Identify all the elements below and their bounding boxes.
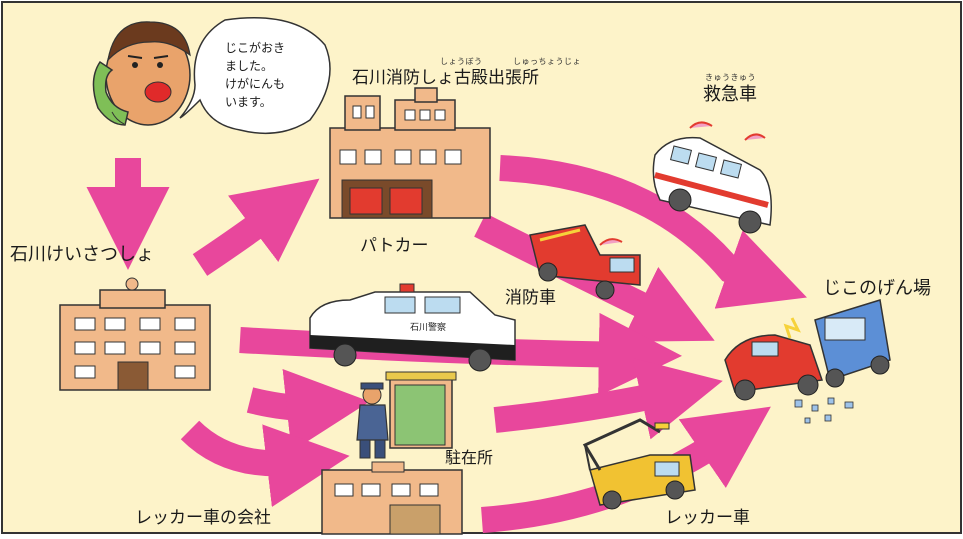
- arrow-police-to-firestation: [192, 178, 320, 276]
- police-station-icon: [59, 277, 211, 391]
- crashed-cars-icon: [724, 299, 891, 424]
- police-box-label: 駐在所: [445, 448, 494, 467]
- ambulance-icon: [652, 121, 772, 234]
- police-officer-icon: [356, 382, 389, 459]
- fire-station-ruby-shoubou: しょうぼう: [440, 57, 483, 66]
- ambulance-label: 救急車: [703, 84, 757, 105]
- tow-truck-icon: [582, 418, 696, 510]
- arrow-police-to-policebox: [246, 368, 370, 452]
- tow-company-icon: [321, 461, 463, 535]
- police-box-icon: [385, 371, 457, 449]
- bubble-line-3: けがにんも: [225, 77, 286, 91]
- fire-engine-icon: [529, 224, 641, 300]
- arrow-police-to-towcompany: [180, 420, 350, 507]
- patrol-car-label: パトカー: [360, 236, 429, 256]
- patrol-car-door-text: 石川警察: [410, 321, 446, 333]
- speech-bubble: [179, 17, 331, 135]
- arrow-policebox-to-site: [493, 358, 723, 440]
- bubble-line-2: ました。: [225, 59, 274, 73]
- patrol-car-icon: 石川警察: [309, 283, 516, 372]
- accident-site-label: じこのげん場: [823, 278, 931, 299]
- fire-station-label: 石川消防しょ古殿出張所: [352, 68, 539, 88]
- caller-icon: [105, 21, 191, 126]
- telephone-icon: [92, 60, 129, 126]
- fire-station-icon: [329, 87, 491, 219]
- fire-engine-label: 消防車: [505, 288, 556, 308]
- ambulance-ruby: きゅうきゅう: [705, 73, 756, 82]
- tow-company-label: レッカー車の会社: [135, 508, 271, 528]
- bubble-line-1: じこがおき: [225, 41, 286, 55]
- bubble-line-4: います。: [225, 95, 272, 109]
- fire-station-ruby-shucchoujo: しゅっちょうじょ: [513, 57, 581, 66]
- arrow-firestation-to-ambulance-route: [499, 155, 807, 309]
- police-station-label: 石川けいさつしょ: [10, 244, 154, 265]
- tow-truck-label: レッカー車: [665, 508, 750, 528]
